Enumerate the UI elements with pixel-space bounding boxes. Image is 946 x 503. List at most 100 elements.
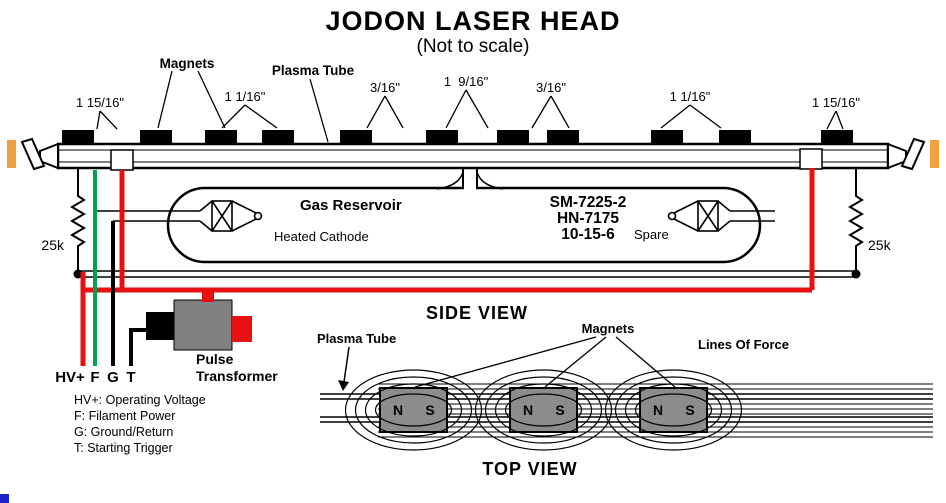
ballast-right-label: 25k	[868, 237, 892, 253]
magnet-block	[821, 130, 853, 144]
trigger-electrode-box	[110, 149, 134, 171]
tube-assembly	[7, 137, 939, 171]
plasma-tube-leader-line	[309, 78, 329, 143]
magnets-leader-lines-top-view	[414, 336, 676, 388]
transformer-primary-block	[146, 312, 174, 340]
plasma-tube-arrow-line	[343, 346, 350, 383]
dimension-label: 1 1/16"	[670, 89, 711, 104]
corner-artifact	[0, 494, 9, 503]
top-view-caption: TOP VIEW	[482, 459, 577, 479]
terminal-legend: HV+: Operating Voltage F: Filament Power…	[74, 393, 206, 455]
magnets-top-view	[379, 387, 708, 433]
dimension-leader	[826, 110, 844, 130]
pole-label-n: N	[393, 402, 403, 418]
legend-line: G: Ground/Return	[74, 425, 173, 439]
pole-label-s: S	[555, 402, 564, 418]
dimension-label: 3/16"	[536, 80, 566, 95]
heated-cathode	[95, 200, 263, 232]
header: JODON LASER HEAD (Not to scale)	[325, 6, 620, 57]
brewster-window-left	[20, 137, 46, 171]
magnet-block	[426, 130, 458, 144]
ballast-circuit: 25k 25k	[41, 168, 892, 279]
dimension-label: 1 15/16"	[76, 95, 124, 110]
laser-output-right	[930, 140, 939, 168]
reservoir-assembly: Gas Reservoir Heated Cathode Spare SM-72…	[95, 168, 775, 264]
pulse-transformer-label-line2: Transformer	[196, 368, 278, 384]
model-number-line3: 10-15-6	[561, 226, 615, 243]
trigger-input-wire	[129, 328, 150, 366]
magnet-block	[62, 130, 94, 144]
wiring: Pulse Transformer	[80, 168, 815, 384]
page-subtitle: (Not to scale)	[417, 36, 530, 57]
pulse-transformer-label-line1: Pulse	[196, 351, 234, 367]
legend-line: HV+: Operating Voltage	[74, 393, 206, 407]
heated-cathode-label: Heated Cathode	[274, 229, 369, 244]
fill-tube-joint	[464, 185, 476, 191]
terminal-t: T	[126, 369, 135, 386]
magnet-block	[140, 130, 172, 144]
ballast-resistor-left	[70, 168, 86, 271]
pole-label-s: S	[685, 402, 694, 418]
dimension-leader	[445, 89, 489, 129]
magnets-label: Magnets	[160, 56, 215, 71]
magnet-block	[262, 130, 294, 144]
terminal-hv: HV+	[55, 369, 85, 386]
model-number-line1: SM-7225-2	[550, 194, 627, 211]
ballast-resistor-right	[848, 168, 864, 271]
top-magnets-label: Magnets	[582, 321, 635, 336]
magnet-block	[651, 130, 683, 144]
dimension-leader	[221, 104, 278, 129]
legend-line: F: Filament Power	[74, 409, 175, 423]
laser-output-left	[7, 140, 16, 168]
junction-dot-right	[851, 269, 861, 279]
side-view-annotations	[96, 70, 844, 143]
dimension-leader	[531, 95, 570, 129]
magnet-top-view	[639, 387, 708, 433]
plasma-tube-arrow-head	[338, 380, 349, 391]
legend-line: T: Starting Trigger	[74, 441, 173, 455]
pole-label-n: N	[653, 402, 663, 418]
dimension-leader	[660, 104, 722, 129]
terminals: HV+ F G T	[55, 369, 135, 386]
side-view-annotation-text: Magnets Plasma Tube 1 15/16" 1 1/16" 3/1…	[76, 56, 860, 110]
dimension-label: 3/16"	[370, 80, 400, 95]
magnet-block	[547, 130, 579, 144]
gas-reservoir	[166, 186, 762, 264]
dimension-label: 1 1/16"	[225, 89, 266, 104]
pole-labels: N S N S N S	[393, 402, 695, 418]
brewster-window-right	[900, 137, 926, 171]
ballast-left-label: 25k	[41, 237, 65, 253]
dimension-leader	[366, 95, 404, 129]
magnet-block	[497, 130, 529, 144]
magnet-row	[62, 130, 853, 144]
transformer-body	[173, 299, 233, 351]
anode-connection-box	[799, 148, 823, 170]
gas-reservoir-label: Gas Reservoir	[300, 197, 402, 214]
magnets-leader-lines	[157, 70, 226, 129]
field-line-ellipses	[344, 369, 743, 451]
magnet-block	[340, 130, 372, 144]
laser-output-markers	[7, 140, 939, 168]
pole-label-s: S	[425, 402, 434, 418]
top-view-section: N S N S N S Plasma Tube Magnets Lines Of…	[317, 321, 933, 479]
transformer-red-parts	[202, 288, 252, 342]
fill-tube	[436, 168, 504, 190]
dimension-leader	[96, 110, 118, 130]
model-number-line2: HN-7175	[557, 210, 619, 227]
spare-label: Spare	[634, 227, 669, 242]
magnet-top-view	[379, 387, 448, 433]
pole-label-n: N	[523, 402, 533, 418]
top-plasma-tube-label: Plasma Tube	[317, 331, 396, 346]
transformer-hv-stub	[202, 288, 214, 302]
junction-dot-left	[73, 269, 83, 279]
terminal-f: F	[90, 369, 99, 386]
terminal-g: G	[107, 369, 119, 386]
pulse-transformer	[146, 288, 252, 351]
plasma-tube-label: Plasma Tube	[272, 63, 355, 78]
magnet-block	[719, 130, 751, 144]
page-title: JODON LASER HEAD	[325, 6, 620, 36]
magnet-top-view	[509, 387, 578, 433]
magnet-block	[205, 130, 237, 144]
